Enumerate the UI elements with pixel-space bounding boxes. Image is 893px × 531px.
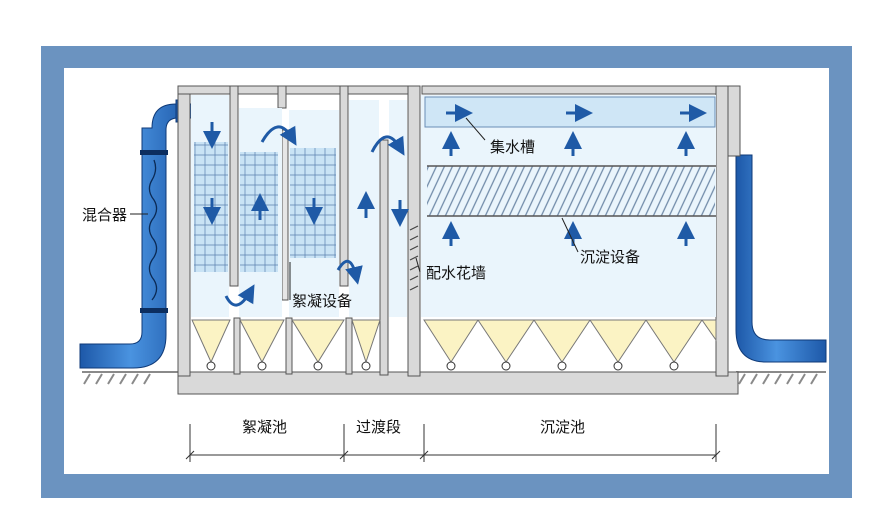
label-transition-section: 过渡段 — [356, 418, 401, 436]
label-flocculation-tank: 絮凝池 — [242, 418, 287, 436]
dimension-line — [185, 424, 721, 462]
flow-arrows — [203, 104, 707, 307]
label-sedimentation-tank: 沉淀池 — [540, 418, 585, 436]
flocculation-water — [191, 95, 407, 317]
inlet-pipe — [79, 99, 193, 369]
mixer-element — [148, 159, 158, 301]
sludge-hoppers — [191, 319, 717, 364]
distribution-wall-slots — [409, 225, 419, 291]
leader-lines — [130, 117, 579, 300]
outlet-pipe — [735, 154, 827, 363]
label-flocculation-equipment: 絮凝设备 — [292, 292, 352, 310]
label-mixer: 混合器 — [82, 206, 127, 224]
label-collector: 集水槽 — [490, 138, 535, 156]
label-distribution-wall: 配水花墙 — [426, 264, 486, 282]
sludge-valves — [206, 361, 679, 371]
sedimentation-water — [421, 95, 716, 317]
ground-left — [82, 371, 178, 385]
label-sedimentation-equipment: 沉淀设备 — [580, 248, 640, 266]
ground-right — [736, 371, 826, 385]
tank-structure — [177, 85, 741, 395]
